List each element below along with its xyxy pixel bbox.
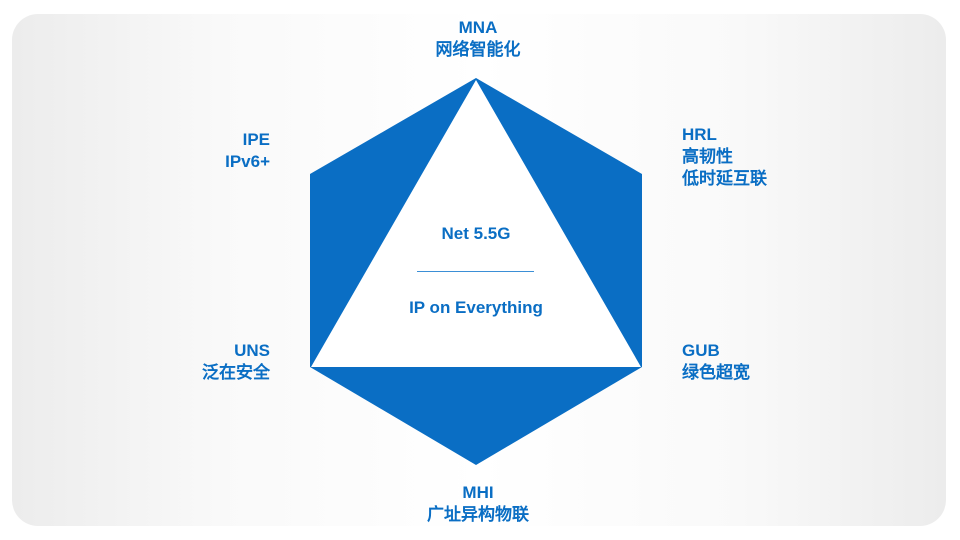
vertex-text: 泛在安全 [202,363,270,382]
vertex-text: 绿色超宽 [682,363,750,382]
vertex-text-line2: 低时延互联 [682,169,767,188]
vertex-code: UNS [234,341,270,360]
vertex-label-mhi: MHI 广址异构物联 [378,482,578,526]
vertex-label-gub: GUB 绿色超宽 [682,340,750,384]
vertex-label-uns: UNS 泛在安全 [70,340,270,384]
vertex-text: 网络智能化 [435,40,521,59]
vertex-text-line1: 高韧性 [682,147,733,166]
vertex-code: MHI [462,483,494,502]
vertex-code: IPE [242,130,270,149]
vertex-label-hrl: HRL 高韧性 低时延互联 [682,124,767,190]
center-subtitle: IP on Everything [409,298,543,317]
vertex-text: 广址异构物联 [427,505,529,524]
vertex-code: HRL [682,125,717,144]
vertex-code: GUB [682,341,720,360]
center-divider [417,271,534,272]
vertex-code: MNA [458,18,498,37]
inner-triangle [311,80,641,367]
vertex-label-ipe: IPE IPv6+ [70,129,270,173]
vertex-label-mna: MNA 网络智能化 [378,17,578,61]
vertex-text: IPv6+ [225,152,270,171]
center-title: Net 5.5G [441,224,511,243]
